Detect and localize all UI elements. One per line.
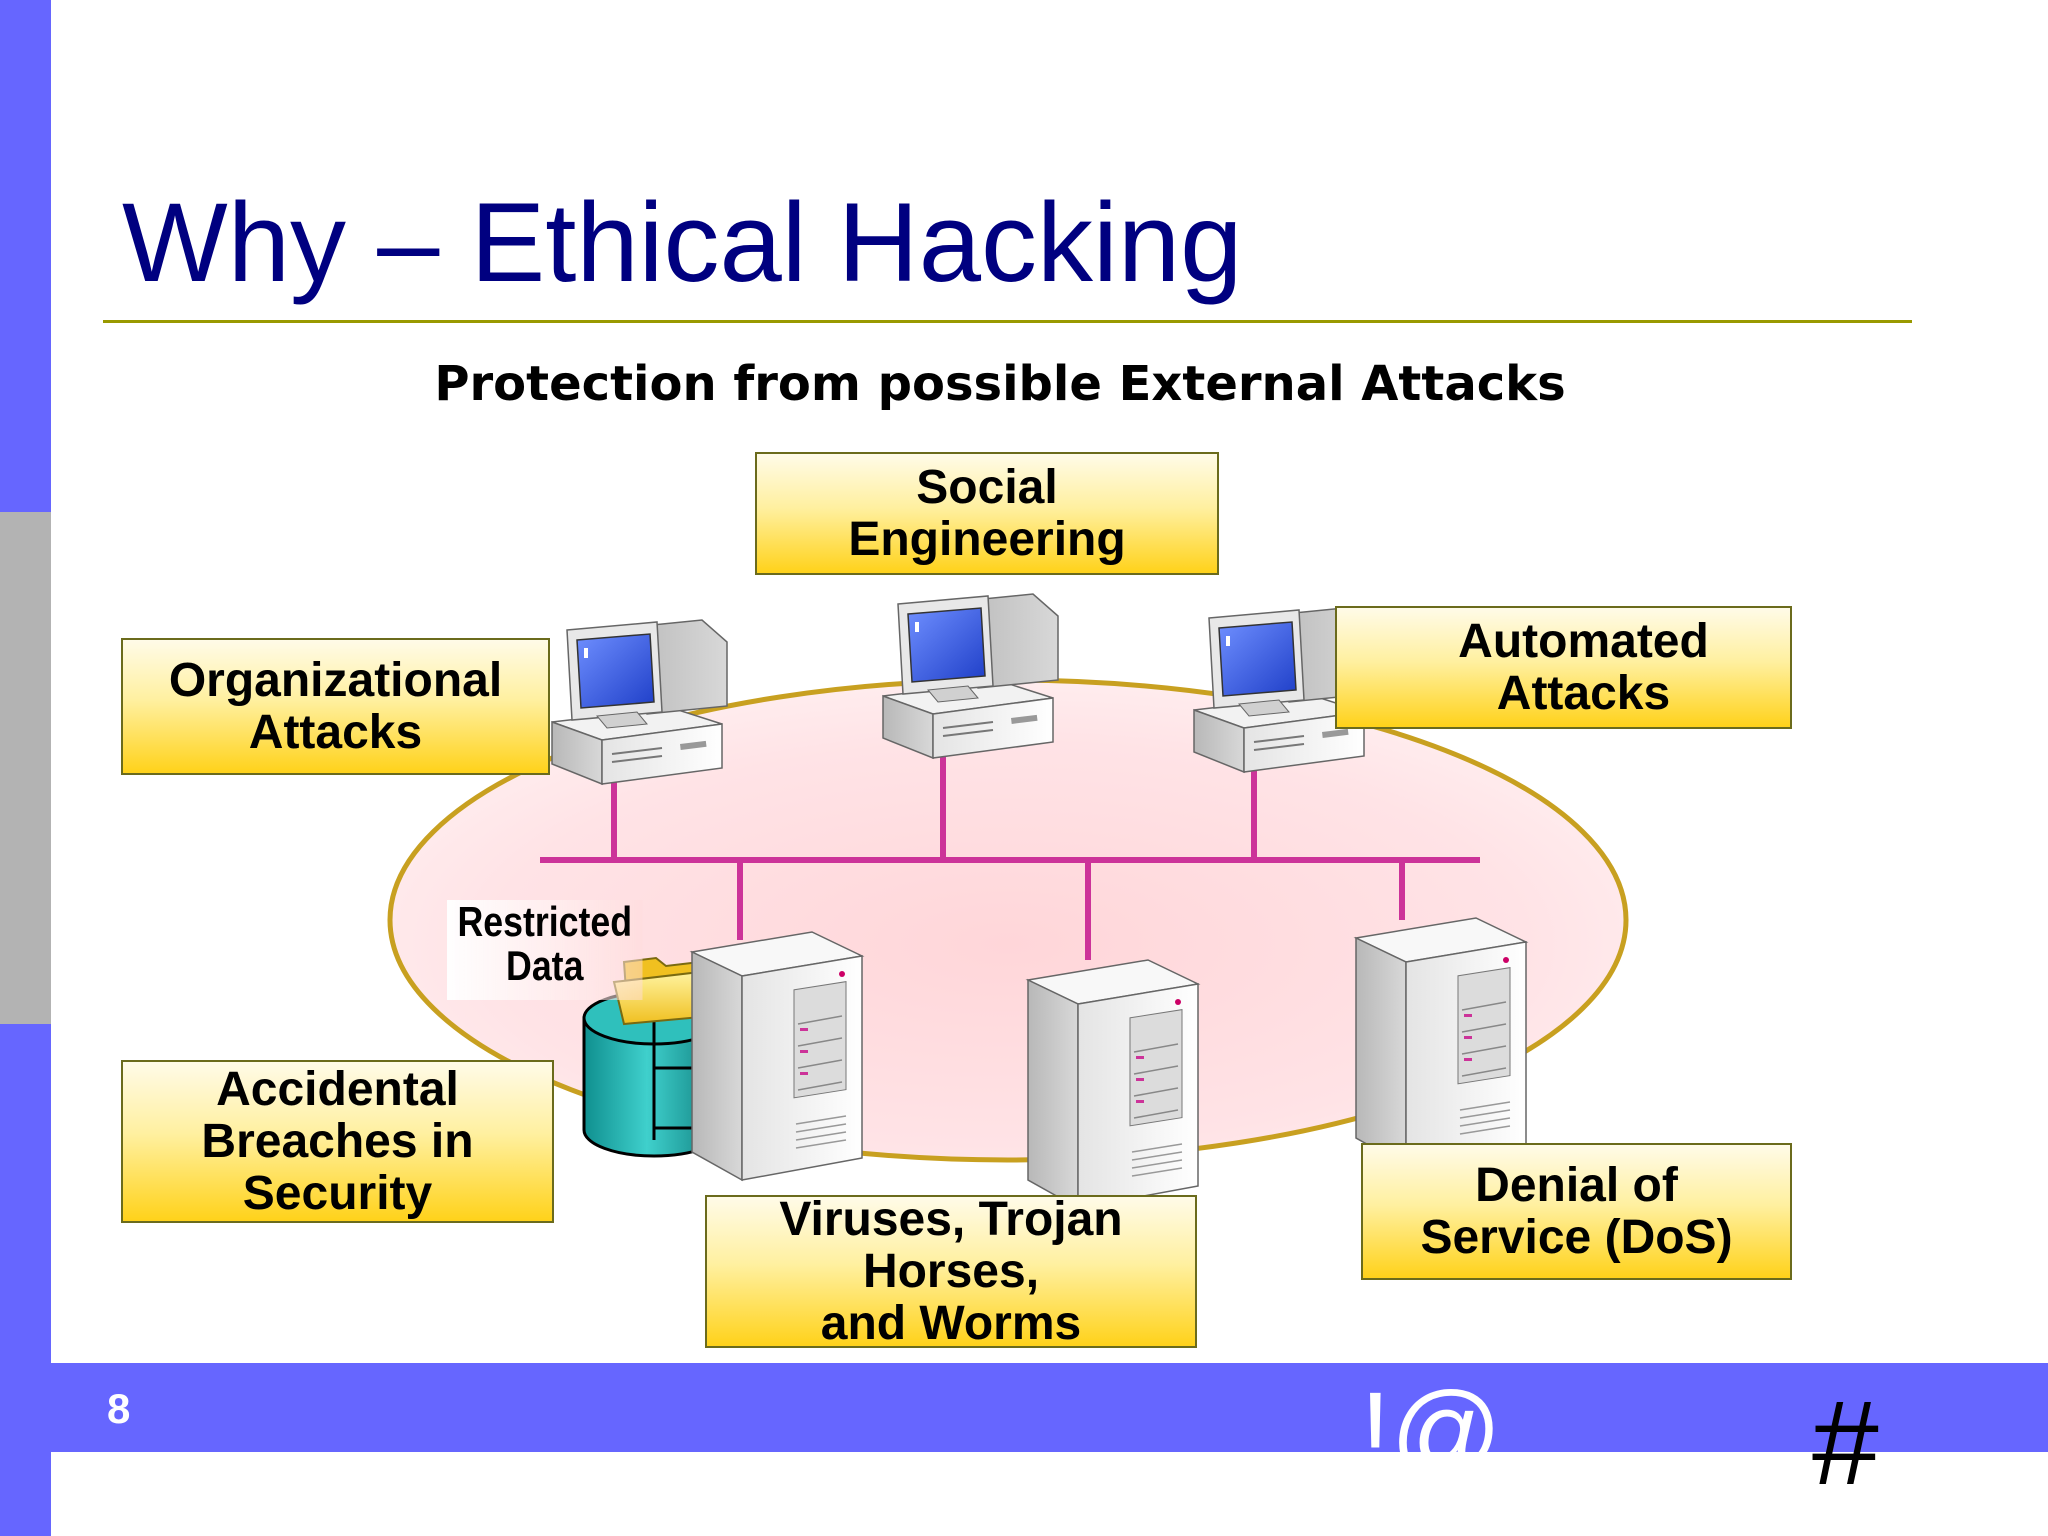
tower-server-icon xyxy=(1027,959,1199,1209)
restricted-data-label: Restricted Data xyxy=(447,900,643,1000)
footer-bar xyxy=(51,1363,2048,1452)
title-underline xyxy=(103,320,1912,323)
label-viruses-trojans-worms: Viruses, Trojan Horses, and Worms xyxy=(705,1192,1197,1350)
network-lines xyxy=(540,740,1480,960)
sidebar-middle-segment xyxy=(0,512,51,1024)
label-text: Social Engineering xyxy=(848,460,1126,566)
sidebar-bottom-segment xyxy=(0,1024,51,1536)
left-sidebar xyxy=(0,0,51,1536)
label-accidental-breaches: Accidental Breaches in Security xyxy=(121,1060,554,1223)
label-organizational-attacks: Organizational Attacks xyxy=(121,638,550,775)
label-social-engineering: Social Engineering xyxy=(755,452,1219,575)
label-denial-of-service: Denial of Service (DoS) xyxy=(1361,1143,1792,1280)
decorative-at-symbol: !@ xyxy=(1360,1372,1503,1452)
slide-subtitle: Protection from possible External Attack… xyxy=(434,356,1566,412)
folder-icon xyxy=(612,956,714,1026)
label-text: Viruses, Trojan Horses, and Worms xyxy=(779,1192,1123,1350)
desktop-computer-icon xyxy=(551,619,728,785)
label-text: Automated Attacks xyxy=(1458,614,1709,720)
decorative-hash-symbol: # xyxy=(1812,1376,1879,1510)
tower-server-icon xyxy=(691,931,863,1181)
label-text: Organizational Attacks xyxy=(168,653,503,759)
label-text: Accidental Breaches in Security xyxy=(201,1062,474,1220)
slide-number: 8 xyxy=(107,1385,131,1432)
tower-server-icon xyxy=(1355,917,1527,1167)
slide-title: Why – Ethical Hacking xyxy=(122,180,1243,305)
desktop-computer-icon xyxy=(882,593,1059,759)
label-text: Denial of Service (DoS) xyxy=(1420,1158,1733,1264)
sidebar-top-segment xyxy=(0,0,51,512)
label-automated-attacks: Automated Attacks xyxy=(1335,606,1792,729)
